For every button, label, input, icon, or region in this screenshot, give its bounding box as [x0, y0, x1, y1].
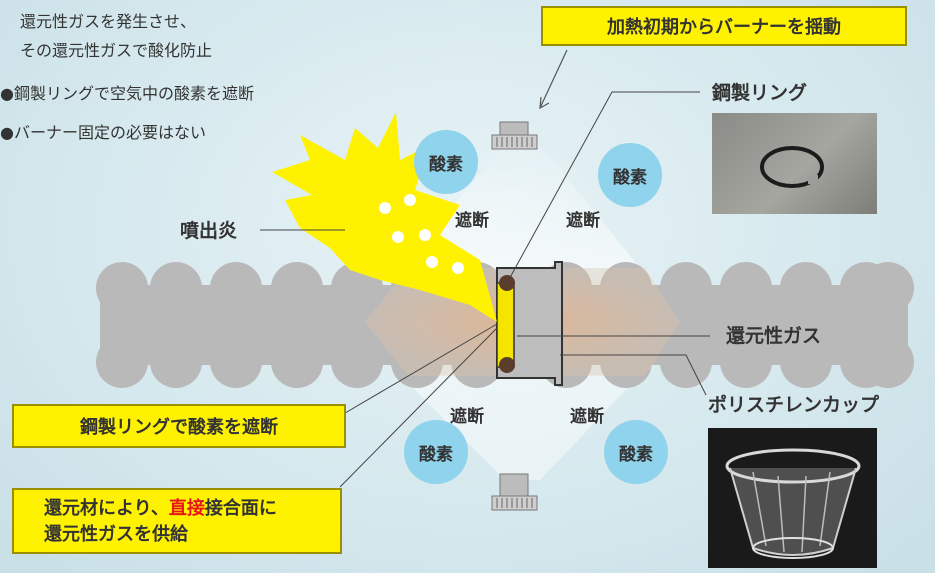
block-label-bl: 遮断	[450, 407, 484, 427]
polystyrene-cup-photo	[708, 428, 877, 568]
leader-cup	[560, 354, 707, 396]
oxygen-bubble-tl: 酸素	[414, 130, 478, 194]
leader-reduce	[339, 327, 498, 488]
block-label-tr: 遮断	[566, 211, 600, 231]
ring-label: 鋼製リング	[712, 82, 808, 104]
upper-beam	[400, 145, 640, 268]
reducing-agent-line-1: 還元材により、直接接合面に	[44, 498, 277, 519]
ring-bottom	[499, 357, 515, 373]
oxygen-bubble-bl: 酸素	[404, 420, 468, 484]
arrow-to-burner	[539, 49, 568, 110]
highlight-direct-1: 直	[168, 498, 187, 519]
gas-label: 還元性ガス	[726, 325, 822, 347]
lower-beam	[400, 375, 640, 480]
reducing-agent-line-2: 還元性ガスを供給	[44, 524, 188, 545]
block-label-br: 遮断	[570, 407, 604, 427]
reducing-gas-strip	[496, 282, 515, 368]
lower-burner	[491, 473, 538, 511]
oxygen-bubble-tr: 酸素	[598, 143, 662, 207]
note-line-2: その還元性ガスで酸化防止	[20, 41, 213, 60]
leader-ring	[506, 91, 700, 284]
upper-burner	[491, 121, 538, 150]
note-line-1: 還元性ガスを発生させ、	[20, 12, 197, 31]
oxygen-bubble-br: 酸素	[604, 420, 668, 484]
flame-dots	[379, 194, 464, 274]
ring-seal-box: 鋼製リングで酸素を遮断	[12, 404, 346, 448]
flame-label: 噴出炎	[180, 220, 238, 242]
cup-label: ポリスチレンカップ	[708, 394, 880, 416]
note-bullet-2: ●バーナー固定の必要はない	[0, 123, 206, 142]
reducing-agent-box: 還元材により、直接接合面に 還元性ガスを供給	[12, 488, 342, 554]
steel-ring-photo	[712, 113, 877, 214]
highlight-direct-2: 接	[186, 498, 205, 519]
leader-seal	[339, 323, 498, 417]
flame	[272, 112, 497, 322]
block-label-tl: 遮断	[455, 211, 489, 231]
burner-swing-box: 加熱初期からバーナーを揺動	[541, 6, 907, 46]
note-bullet-1: ●鋼製リングで空気中の酸素を遮断	[0, 84, 254, 103]
